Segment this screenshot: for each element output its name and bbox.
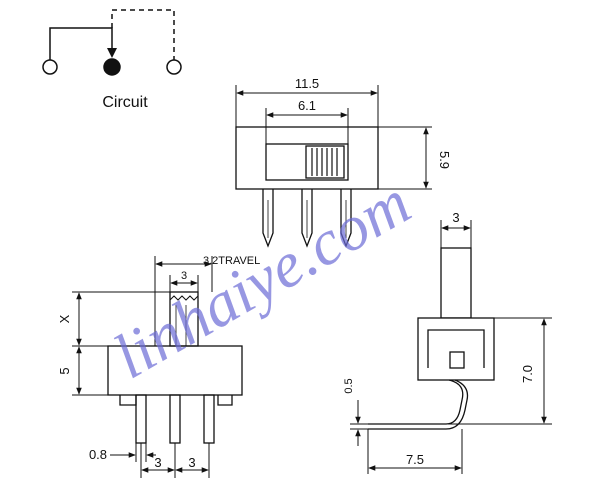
circuit-symbol bbox=[42, 9, 182, 76]
side-pin-2 bbox=[169, 394, 181, 444]
end-lead-length-label: 7.5 bbox=[406, 452, 424, 467]
front-body bbox=[235, 126, 379, 190]
circuit-left-wire bbox=[49, 27, 113, 60]
circuit-label: Circuit bbox=[102, 94, 148, 111]
front-knob bbox=[305, 145, 345, 179]
front-width-label: 11.5 bbox=[295, 76, 319, 91]
end-lead-thickness-label: 0.5 bbox=[343, 378, 355, 393]
knob-zigzag bbox=[169, 295, 199, 301]
front-height-label: 5.9 bbox=[437, 151, 452, 169]
side-bottom-profile bbox=[119, 395, 233, 406]
circuit-terminal-left bbox=[42, 59, 58, 75]
side-knob-height-label: X bbox=[57, 314, 72, 323]
end-view bbox=[350, 220, 552, 474]
end-knob bbox=[440, 247, 472, 319]
end-height-label: 7.0 bbox=[520, 365, 535, 383]
front-pin-1 bbox=[262, 189, 274, 248]
side-pin-1 bbox=[135, 394, 147, 444]
front-slot bbox=[265, 143, 349, 181]
side-view bbox=[72, 256, 243, 478]
circuit-terminal-common bbox=[103, 58, 121, 76]
circuit-arrow bbox=[107, 48, 117, 58]
side-body-height-label: 5 bbox=[57, 367, 72, 374]
end-slider bbox=[449, 351, 465, 369]
end-lead bbox=[368, 379, 464, 425]
side-pitch-1-label: 3 bbox=[154, 455, 161, 470]
circuit-right-wire bbox=[111, 9, 175, 60]
end-body-inner bbox=[427, 329, 485, 368]
side-knob-offset-label: 3 bbox=[181, 270, 187, 282]
circuit-terminal-right bbox=[166, 59, 182, 75]
side-pitch-2-label: 3 bbox=[188, 455, 195, 470]
side-knob bbox=[169, 291, 199, 347]
side-body bbox=[107, 345, 243, 396]
front-slot-label: 6.1 bbox=[298, 98, 316, 113]
front-pin-3 bbox=[340, 189, 352, 248]
side-pin-3 bbox=[203, 394, 215, 444]
side-travel-label: 3.2TRAVEL bbox=[203, 255, 260, 267]
end-knob-label: 3 bbox=[452, 210, 459, 225]
end-body bbox=[417, 317, 495, 381]
side-pin-width-label: 0.8 bbox=[89, 447, 107, 462]
watermark: linhaiye.com bbox=[102, 166, 422, 392]
front-view bbox=[235, 85, 432, 248]
front-pin-2 bbox=[301, 189, 313, 248]
knob-ridges bbox=[311, 148, 338, 176]
